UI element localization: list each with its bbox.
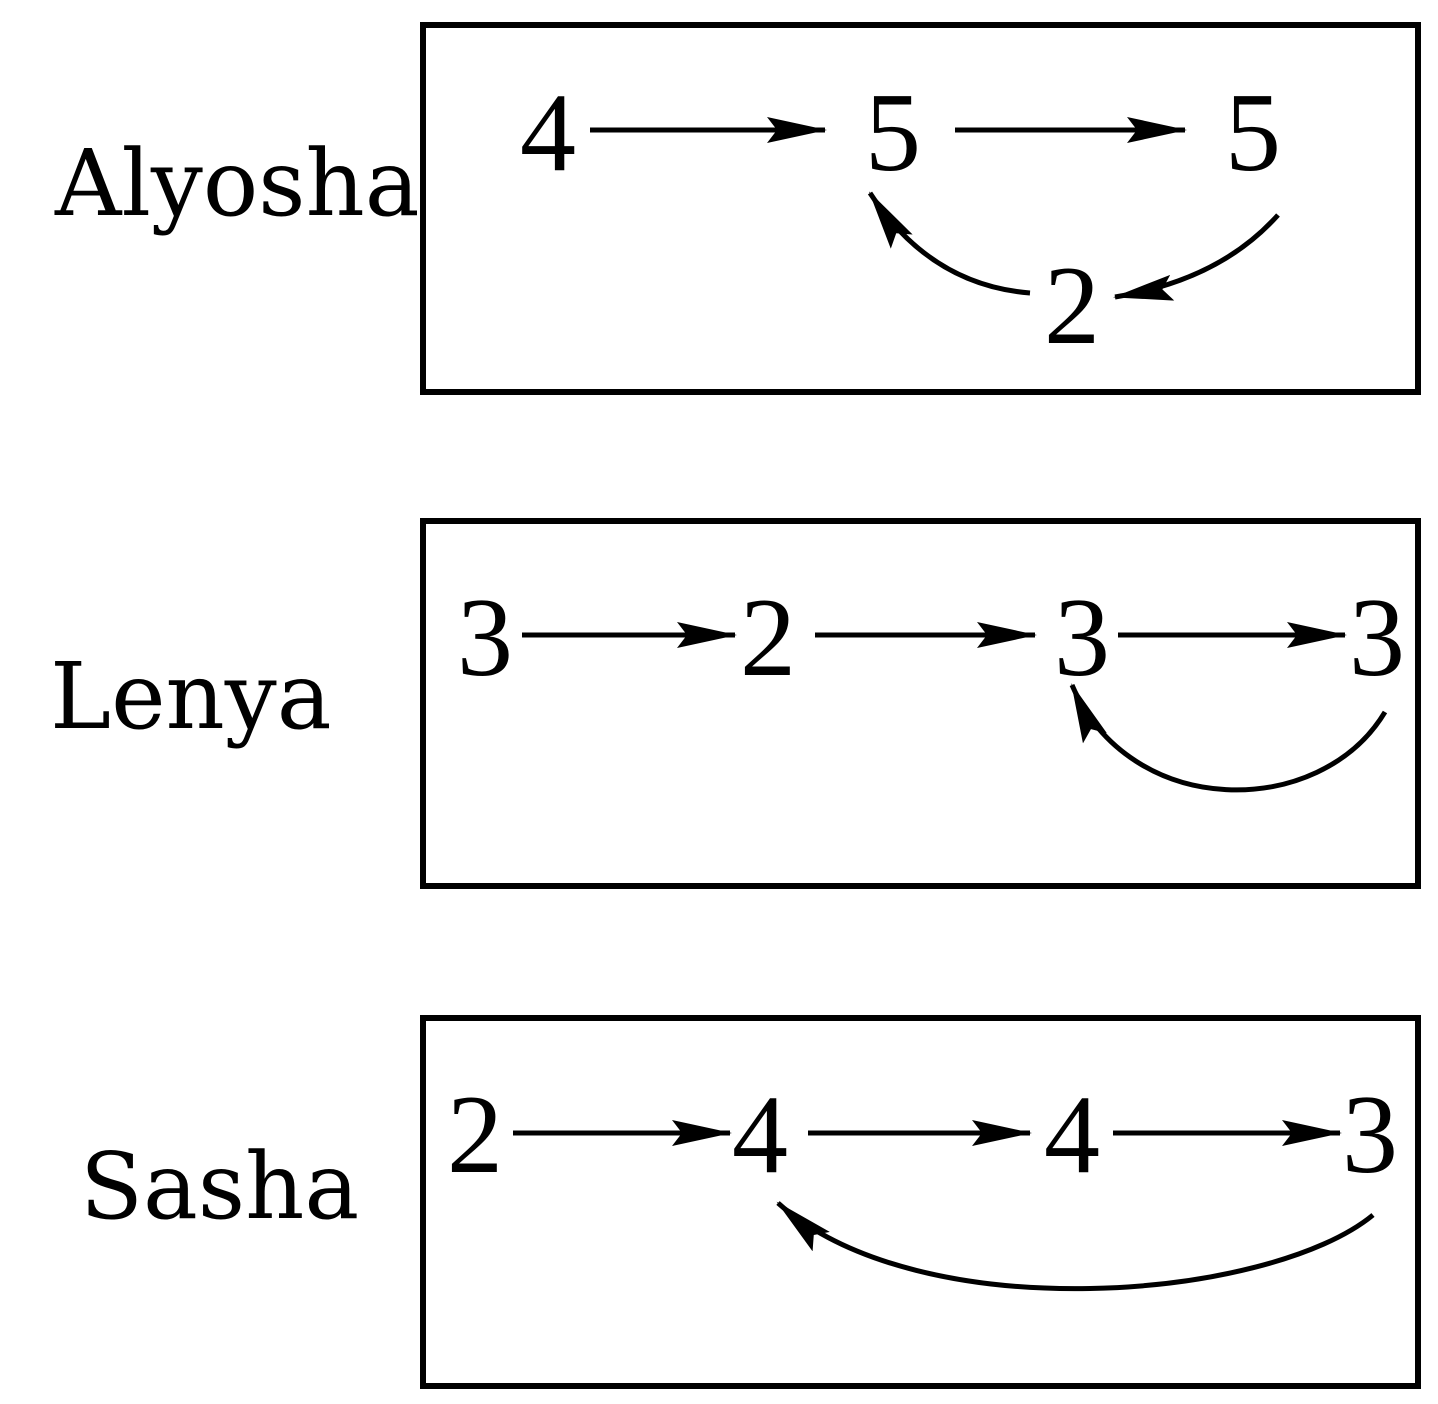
node-value: 5 xyxy=(865,71,921,195)
curved-arrow xyxy=(776,1201,1375,1292)
panel-alyosha: Alyosha 4 5 5 2 xyxy=(54,22,1421,395)
node-value: 4 xyxy=(732,1073,788,1197)
node-value: 3 xyxy=(1342,1073,1398,1197)
panel-box xyxy=(420,518,1421,889)
panel-sasha: Sasha 2 4 4 3 xyxy=(80,1015,1421,1389)
curved-arrow xyxy=(867,191,1031,296)
curved-arrow xyxy=(1113,213,1280,301)
node-value: 2 xyxy=(1044,244,1100,368)
person-label: Lenya xyxy=(50,643,332,750)
node-value: 3 xyxy=(1054,576,1110,700)
panel-box xyxy=(420,22,1421,395)
node-value: 2 xyxy=(447,1073,503,1197)
node-value: 3 xyxy=(1349,576,1405,700)
person-label: Alyosha xyxy=(54,130,420,237)
node-value: 4 xyxy=(520,71,576,195)
node-value: 2 xyxy=(740,576,796,700)
curved-arrow xyxy=(1069,683,1388,793)
person-label: Sasha xyxy=(80,1133,359,1240)
node-value: 5 xyxy=(1225,71,1281,195)
panel-lenya: Lenya 3 2 3 3 xyxy=(50,518,1421,889)
node-value: 4 xyxy=(1044,1073,1100,1197)
node-value: 3 xyxy=(457,576,513,700)
panel-box xyxy=(420,1015,1421,1389)
